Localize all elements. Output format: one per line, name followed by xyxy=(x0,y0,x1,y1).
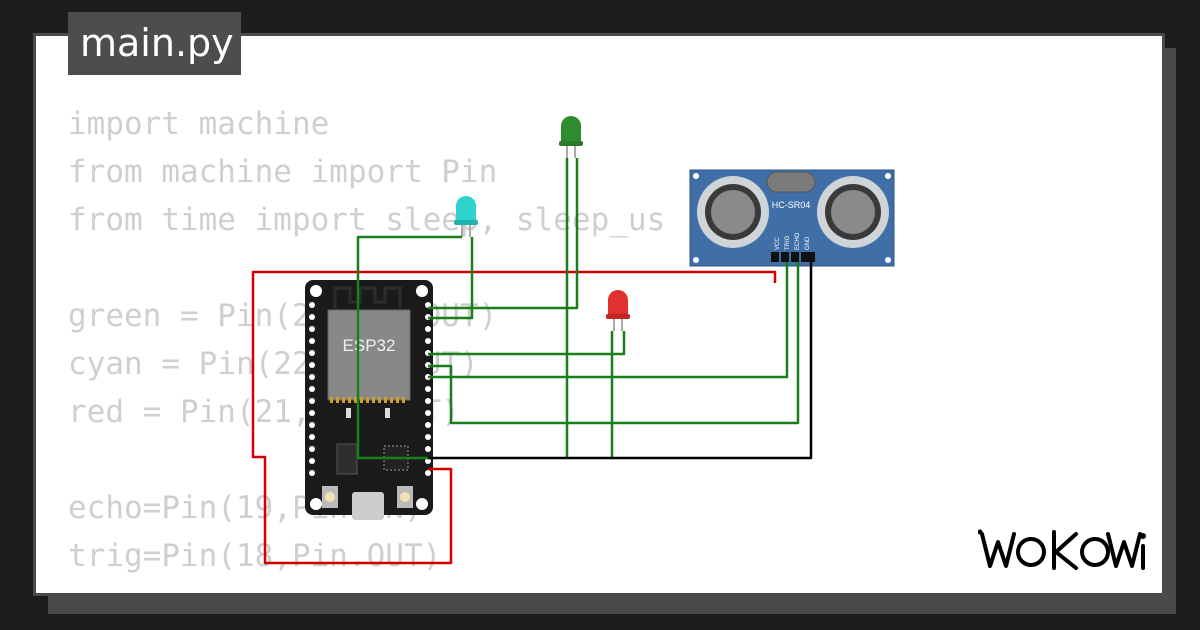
ultrasonic-sensor[interactable]: HC-SR04 VCC TRIG ECHO GND xyxy=(689,169,895,267)
wire-vcc[interactable] xyxy=(251,270,777,565)
code-line: from machine import Pin xyxy=(68,154,498,190)
wire-trig[interactable] xyxy=(428,262,789,379)
esp32-board[interactable]: ESP32 xyxy=(305,280,433,520)
wire-cyan-led-gnd[interactable] xyxy=(356,235,462,460)
code-line: import machine xyxy=(68,106,330,142)
preview-card xyxy=(33,33,1165,596)
wokwi-logo xyxy=(978,529,1146,570)
led-green[interactable] xyxy=(559,116,583,158)
sensor-pin-label: VCC xyxy=(775,237,781,250)
sensor-label: HC-SR04 xyxy=(772,200,811,210)
file-tab[interactable]: main.py xyxy=(68,12,241,75)
led-cyan[interactable] xyxy=(454,196,478,237)
sensor-pin-label: TRIG xyxy=(785,235,791,250)
wire-echo[interactable] xyxy=(428,262,800,425)
code-line: trig=Pin(18,Pin.OUT) xyxy=(68,538,442,574)
sensor-pin-label: GND xyxy=(805,236,811,250)
board-label: ESP32 xyxy=(343,336,396,355)
sensor-pin-label: ECHO xyxy=(795,232,801,250)
wire-cyan-led[interactable] xyxy=(428,237,474,320)
wire-gnd[interactable] xyxy=(428,262,813,460)
wire-red-led[interactable] xyxy=(428,331,626,356)
led-red[interactable] xyxy=(606,290,630,331)
code-line: from time import sleep, sleep_us xyxy=(68,202,666,238)
wire-green-led[interactable] xyxy=(428,158,579,310)
